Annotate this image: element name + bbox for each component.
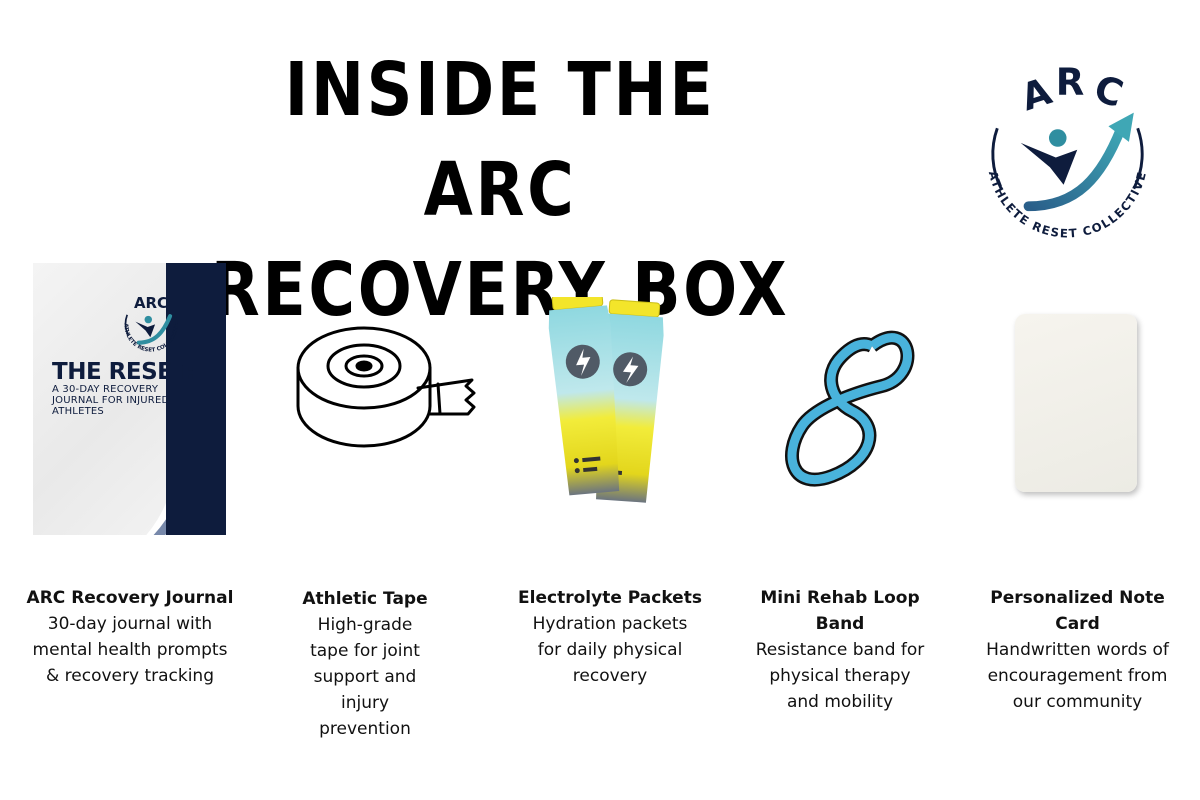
item-band-name-1: Mini Rehab Loop xyxy=(760,588,920,608)
item-journal-desc-2: mental health prompts xyxy=(32,640,228,660)
page-title: INSIDE THE ARC RECOVERY BOX xyxy=(199,40,801,340)
journal-arc-logo: ARC ATHLETE RESET COLLECTIVE xyxy=(122,294,179,354)
item-tape-desc-3: support and xyxy=(313,667,417,687)
title-line-2: RECOVERY BOX xyxy=(210,247,790,333)
item-card-desc-3: our community xyxy=(1012,692,1143,712)
item-card-desc-1: Handwritten words of xyxy=(986,640,1169,660)
item-band-desc-3: and mobility xyxy=(786,692,894,712)
loop-band-icon xyxy=(785,330,915,487)
item-tape-desc-5: prevention xyxy=(319,719,411,739)
journal-subtitle: A 30-DAY RECOVERY JOURNAL FOR INJURED AT… xyxy=(52,384,170,417)
item-card-caption: Personalized Note Card Handwritten words… xyxy=(970,585,1185,715)
item-tape-name: Athletic Tape xyxy=(302,589,428,609)
title-line-1: INSIDE THE ARC xyxy=(284,47,716,233)
item-band-desc-1: Resistance band for xyxy=(755,640,925,660)
svg-text:ATHLETE RESET COLLECTIVE: ATHLETE RESET COLLECTIVE xyxy=(986,169,1149,240)
item-journal-name: ARC Recovery Journal xyxy=(26,588,234,608)
item-electrolyte-desc-2: for daily physical xyxy=(537,640,683,660)
item-band-desc-2: physical therapy xyxy=(769,666,911,686)
item-band-name-2: Band xyxy=(815,614,865,634)
item-tape-caption: Athletic Tape High-grade tape for joint … xyxy=(285,586,445,742)
item-electrolyte-caption: Electrolyte Packets Hydration packets fo… xyxy=(505,585,715,689)
electrolyte-packet-icon xyxy=(548,297,664,503)
item-journal-caption: ARC Recovery Journal 30-day journal with… xyxy=(14,585,246,689)
journal-logo-letters: ARC xyxy=(134,294,168,312)
item-card-name-1: Personalized Note xyxy=(990,588,1165,608)
logo-ring-text: ATHLETE RESET COLLECTIVE xyxy=(986,169,1148,240)
item-electrolyte-desc-3: recovery xyxy=(572,666,648,686)
item-electrolyte-desc-1: Hydration packets xyxy=(532,614,688,634)
item-tape-desc-4: injury xyxy=(340,693,390,713)
logo-letter-a: A xyxy=(1016,69,1057,119)
journal-cover: ARC ATHLETE RESET COLLECTIVE THE RESET: … xyxy=(33,263,226,535)
item-card-desc-2: encouragement from xyxy=(987,666,1168,686)
note-card xyxy=(1015,314,1137,492)
item-band-caption: Mini Rehab Loop Band Resistance band for… xyxy=(740,585,940,715)
item-card-name-2: Card xyxy=(1055,614,1100,634)
arc-logo: A R C ATHLETE RESET COLLECTIVE xyxy=(986,61,1149,240)
item-journal-desc-1: 30-day journal with xyxy=(47,614,213,634)
item-tape-desc-1: High-grade xyxy=(317,615,413,635)
item-electrolyte-name: Electrolyte Packets xyxy=(518,588,702,608)
journal-title: THE RESET: xyxy=(52,359,195,385)
logo-letter-r: R xyxy=(1056,61,1085,104)
item-journal-desc-3: & recovery tracking xyxy=(45,666,214,686)
tape-roll-icon xyxy=(296,326,476,448)
logo-letter-c: C xyxy=(1089,67,1128,116)
item-tape-desc-2: tape for joint xyxy=(310,641,420,661)
